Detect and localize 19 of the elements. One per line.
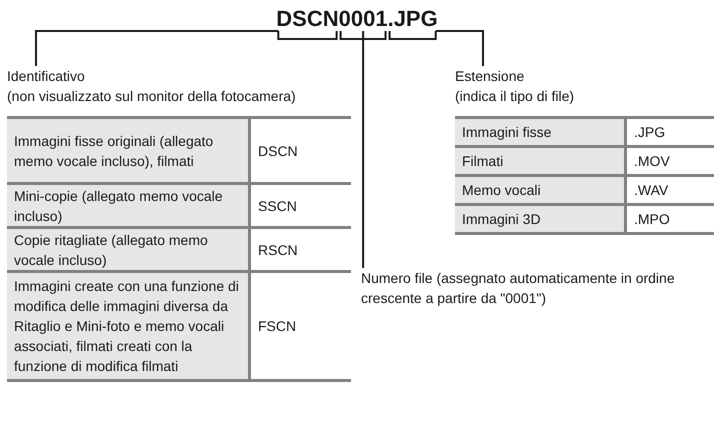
filename-part: .JPG	[388, 8, 438, 30]
description-cell: Memo vocali	[455, 177, 627, 206]
leader-line	[436, 30, 484, 66]
description-cell: Immagini fisse	[455, 119, 627, 148]
label-text: Numero file (assegnato automaticamente in ordine crescente a partire da "0001")	[361, 269, 676, 308]
leader-line	[35, 30, 278, 66]
label-heading: Estensione	[455, 67, 526, 86]
description-cell: Mini-copie (allegato memo vocale incluso)	[7, 185, 251, 229]
description-cell: Immagini 3D	[455, 206, 627, 235]
description-cell: Immagini fisse originali (allegato memo vocale incluso), filmati	[7, 119, 251, 185]
filename-part: DSCN	[276, 8, 339, 30]
label-heading: Identificativo	[7, 67, 86, 86]
description-cell: Immagini create con una funzione di modifica delle immagini diversa da Ritaglio e Mini-foto e memo vocali associati, filmati creati con la funzione di modifica filmati	[7, 273, 251, 382]
description-cell: Filmati	[455, 148, 627, 177]
description-cell: Copie ritagliate (allegato memo vocale incluso)	[7, 229, 251, 273]
filename-part: 0001	[338, 8, 388, 30]
label-text: (non visualizzato sul monitor della fotocamera)	[7, 87, 297, 106]
leader-line	[362, 31, 364, 268]
label-text: (indica il tipo di file)	[455, 87, 576, 106]
